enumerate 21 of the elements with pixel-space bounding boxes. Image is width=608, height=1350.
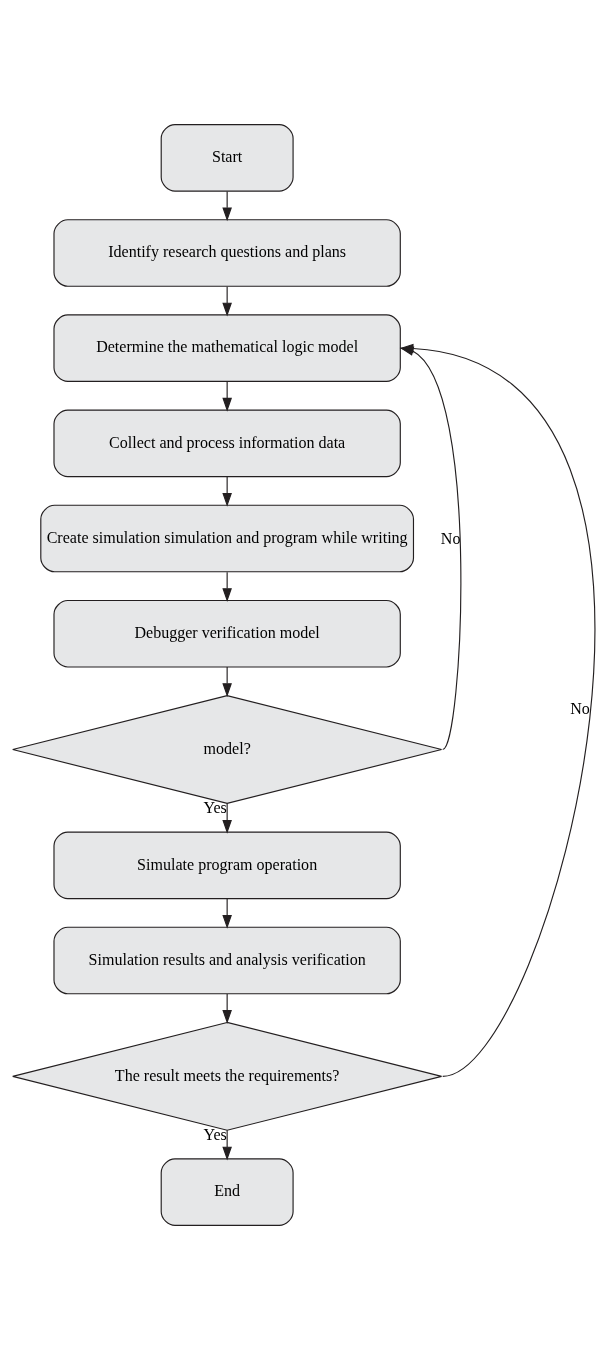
node-box: Create simulation simulation and program while writing <box>40 504 415 573</box>
node-box: Collect and process information data <box>53 409 401 478</box>
node-box: Determine the mathematical logic model <box>53 314 401 383</box>
arrow <box>222 381 232 412</box>
node-box: Identify research questions and plans <box>53 219 401 287</box>
edge-label: No <box>570 700 590 718</box>
arrow <box>222 476 232 507</box>
arrow <box>222 802 232 834</box>
node-box: End <box>160 1158 294 1226</box>
arrow <box>222 190 232 222</box>
node-box: Simulation results and analysis verification <box>53 926 401 995</box>
arrow <box>222 993 232 1024</box>
edge-label: No <box>440 529 461 547</box>
arrow <box>222 1129 232 1161</box>
node-box: Simulate program operation <box>53 831 401 900</box>
arrow <box>222 571 232 602</box>
arrow <box>222 286 232 317</box>
arrow <box>222 666 232 697</box>
arrow <box>222 898 232 929</box>
node-box: Start <box>160 124 294 192</box>
node-box: Debugger verification model <box>53 599 401 668</box>
